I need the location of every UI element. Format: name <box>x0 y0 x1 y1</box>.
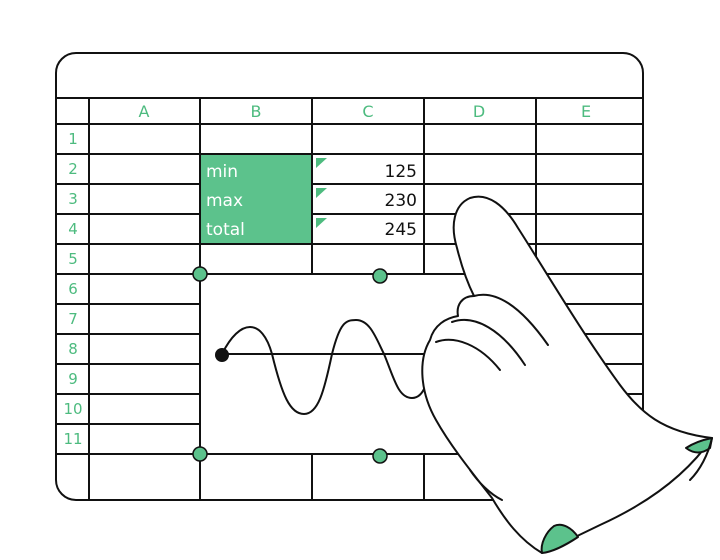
column-header-d[interactable]: D <box>473 102 485 121</box>
row-header-10[interactable]: 10 <box>63 400 82 418</box>
cell-b3-label[interactable]: max <box>206 191 243 211</box>
column-header-b[interactable]: B <box>251 102 262 121</box>
row-header-11[interactable]: 11 <box>63 430 82 448</box>
column-header-c[interactable]: C <box>362 102 373 121</box>
wave-sparkline-icon <box>215 318 431 416</box>
row-header-3[interactable]: 3 <box>68 190 78 208</box>
cell-c2-value[interactable]: 125 <box>385 162 417 182</box>
row-header-6[interactable]: 6 <box>68 280 78 298</box>
chart-resize-handle-bottom-middle[interactable] <box>372 448 388 464</box>
pointing-hand-icon <box>421 195 713 554</box>
column-header-a[interactable]: A <box>139 102 150 121</box>
cell-b4-label[interactable]: total <box>206 220 245 240</box>
row-header-7[interactable]: 7 <box>68 310 78 328</box>
row-header-9[interactable]: 9 <box>68 370 78 388</box>
chart-resize-handle-bottom-left[interactable] <box>192 446 208 462</box>
row-header-5[interactable]: 5 <box>68 250 78 268</box>
row-header-1[interactable]: 1 <box>68 130 78 148</box>
row-header-4[interactable]: 4 <box>68 220 78 238</box>
cell-comment-indicator-c4 <box>316 218 327 228</box>
label-cells-highlight <box>201 155 311 243</box>
cell-c3-value[interactable]: 230 <box>385 191 417 211</box>
cell-c4-value[interactable]: 245 <box>385 220 417 240</box>
cell-comment-indicator-c3 <box>316 188 327 198</box>
column-header-e[interactable]: E <box>581 102 591 121</box>
cell-b2-label[interactable]: min <box>206 162 238 182</box>
cell-comment-indicator-c2 <box>316 158 327 168</box>
row-header-2[interactable]: 2 <box>68 160 78 178</box>
row-header-8[interactable]: 8 <box>68 340 78 358</box>
chart-resize-handle-top-middle[interactable] <box>372 268 388 284</box>
chart-resize-handle-top-left[interactable] <box>192 266 208 282</box>
